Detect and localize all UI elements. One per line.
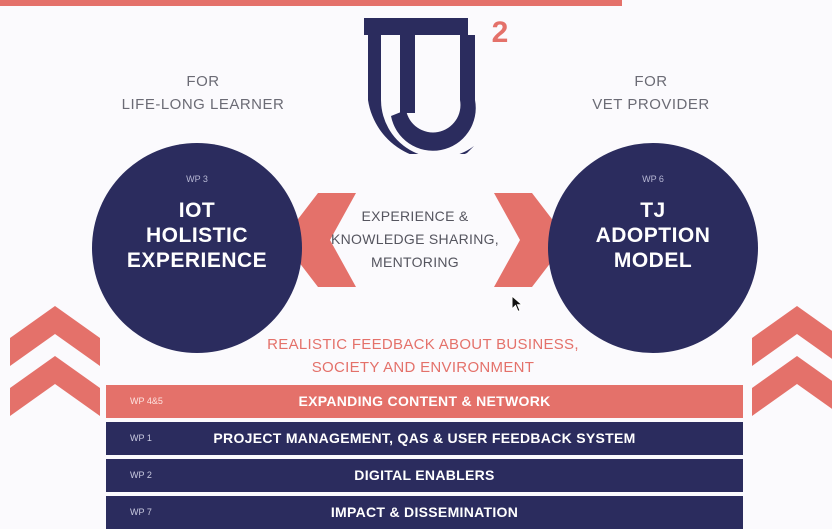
wp-label: EXPANDING CONTENT & NETWORK: [298, 393, 551, 409]
exchange-text-line-3: MENTORING: [371, 254, 459, 270]
feedback-text: REALISTIC FEEDBACK ABOUT BUSINESS, SOCIE…: [260, 333, 586, 379]
right-circle-title-line-1: TJ: [640, 199, 666, 222]
left-circle-title-line-2: HOLISTIC: [146, 224, 248, 247]
left-chevron-upper: [10, 306, 100, 366]
left-circle-iot-holistic-experience: WP 3 IOT HOLISTIC EXPERIENCE: [92, 143, 302, 353]
feedback-text-line-2: SOCIETY AND ENVIRONMENT: [311, 359, 535, 376]
wp-code: WP 1: [130, 433, 152, 443]
left-caption-line-2: LIFE-LONG LEARNER: [121, 96, 285, 113]
wp-code: WP 4&5: [130, 396, 163, 406]
right-circle-title-line-3: MODEL: [613, 249, 693, 272]
top-accent-bar: [0, 0, 622, 6]
right-chevron-upper: [752, 306, 832, 366]
logo-superscript: 2: [492, 16, 509, 49]
right-chevron-lower: [752, 356, 832, 416]
wp-label: DIGITAL ENABLERS: [354, 467, 495, 483]
wp-code: WP 7: [130, 507, 152, 517]
left-circle-title: IOT HOLISTIC EXPERIENCE: [92, 198, 302, 273]
left-circle-wp: WP 3: [186, 174, 208, 184]
right-circle-title: TJ ADOPTION MODEL: [548, 198, 758, 273]
left-caption: FOR LIFE-LONG LEARNER: [108, 70, 298, 116]
wp-code: WP 2: [130, 470, 152, 480]
wp-bar-digital-enablers: WP 2 DIGITAL ENABLERS: [106, 459, 743, 492]
left-circle-title-line-3: EXPERIENCE: [126, 249, 268, 272]
tj-logo: 2: [364, 16, 509, 154]
mouse-pointer-icon: [511, 295, 523, 313]
wp-bar-project-management: WP 1 PROJECT MANAGEMENT, QAS & USER FEED…: [106, 422, 743, 455]
wp-bar-expanding-content: WP 4&5 EXPANDING CONTENT & NETWORK: [106, 385, 743, 418]
right-caption: FOR VET PROVIDER: [556, 70, 746, 116]
left-circle-title-line-1: IOT: [178, 199, 216, 222]
wp-bar-impact-dissemination: WP 7 IMPACT & DISSEMINATION: [106, 496, 743, 529]
exchange-text-line-2: KNOWLEDGE SHARING,: [331, 231, 499, 247]
right-circle-title-line-2: ADOPTION: [595, 224, 711, 247]
right-circle-tj-adoption-model: WP 6 TJ ADOPTION MODEL: [548, 143, 758, 353]
left-chevron-lower: [10, 356, 100, 416]
exchange-text: EXPERIENCE & KNOWLEDGE SHARING, MENTORIN…: [330, 205, 500, 274]
right-caption-line-1: FOR: [634, 73, 668, 90]
wp-label: PROJECT MANAGEMENT, QAS & USER FEEDBACK …: [213, 430, 636, 446]
wp-label: IMPACT & DISSEMINATION: [330, 504, 519, 520]
left-caption-line-1: FOR: [186, 73, 220, 90]
feedback-text-line-1: REALISTIC FEEDBACK ABOUT BUSINESS,: [267, 336, 579, 353]
right-circle-wp: WP 6: [642, 174, 664, 184]
right-caption-line-2: VET PROVIDER: [592, 96, 710, 113]
exchange-text-line-1: EXPERIENCE &: [361, 208, 469, 224]
